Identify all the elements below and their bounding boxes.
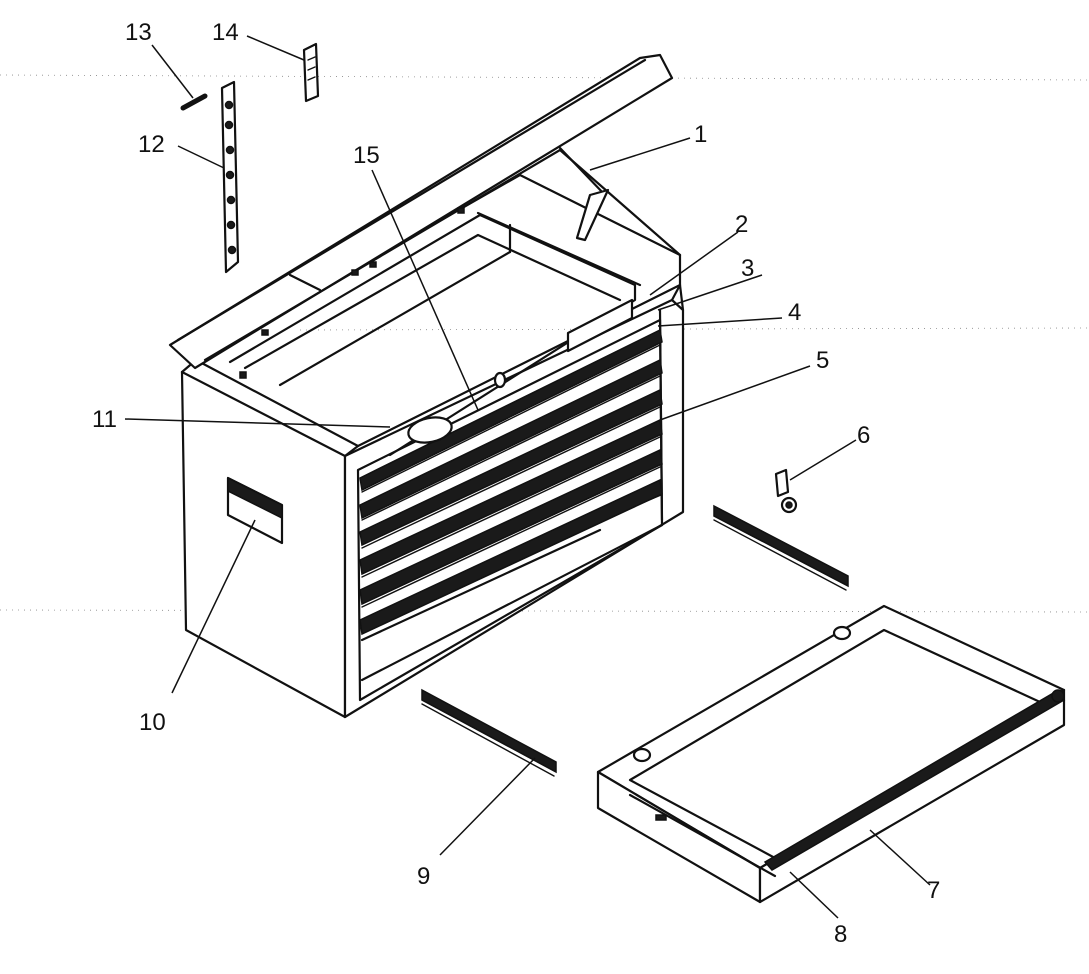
leader-lines xyxy=(124,35,931,919)
part-1-lid-stay xyxy=(558,146,610,242)
part-8-drawer-strip xyxy=(763,689,1066,871)
callout-labels: 1 2 3 4 5 6 7 8 9 10 11 12 13 14 15 xyxy=(92,19,940,948)
callout-1: 1 xyxy=(694,121,707,148)
callout-14: 14 xyxy=(212,19,239,46)
lid xyxy=(168,53,682,370)
callout-8: 8 xyxy=(834,921,847,948)
part-7-drawer xyxy=(596,604,1066,904)
part-14-lid-bracket xyxy=(302,42,320,103)
part-9-drawer-slide-right xyxy=(713,504,849,591)
callout-9: 9 xyxy=(417,863,430,890)
callout-12: 12 xyxy=(138,131,165,158)
part-6-lock xyxy=(774,468,798,514)
callout-2: 2 xyxy=(735,211,748,238)
callout-10: 10 xyxy=(139,709,166,736)
callout-6: 6 xyxy=(857,422,870,449)
part-5-drawer-fronts xyxy=(359,328,663,636)
callout-4: 4 xyxy=(788,299,801,326)
part-9-drawer-slide-left xyxy=(421,688,557,777)
part-12-hinge-strip xyxy=(220,80,240,274)
callout-3: 3 xyxy=(741,255,754,282)
upper-tray xyxy=(194,173,682,457)
callout-7: 7 xyxy=(927,877,940,904)
part-13-hinge-pin xyxy=(180,93,208,111)
callout-15: 15 xyxy=(353,142,380,169)
callout-5: 5 xyxy=(816,347,829,374)
callout-11: 11 xyxy=(92,406,117,433)
part-10-side-handle xyxy=(226,476,284,545)
callout-13: 13 xyxy=(125,19,152,46)
